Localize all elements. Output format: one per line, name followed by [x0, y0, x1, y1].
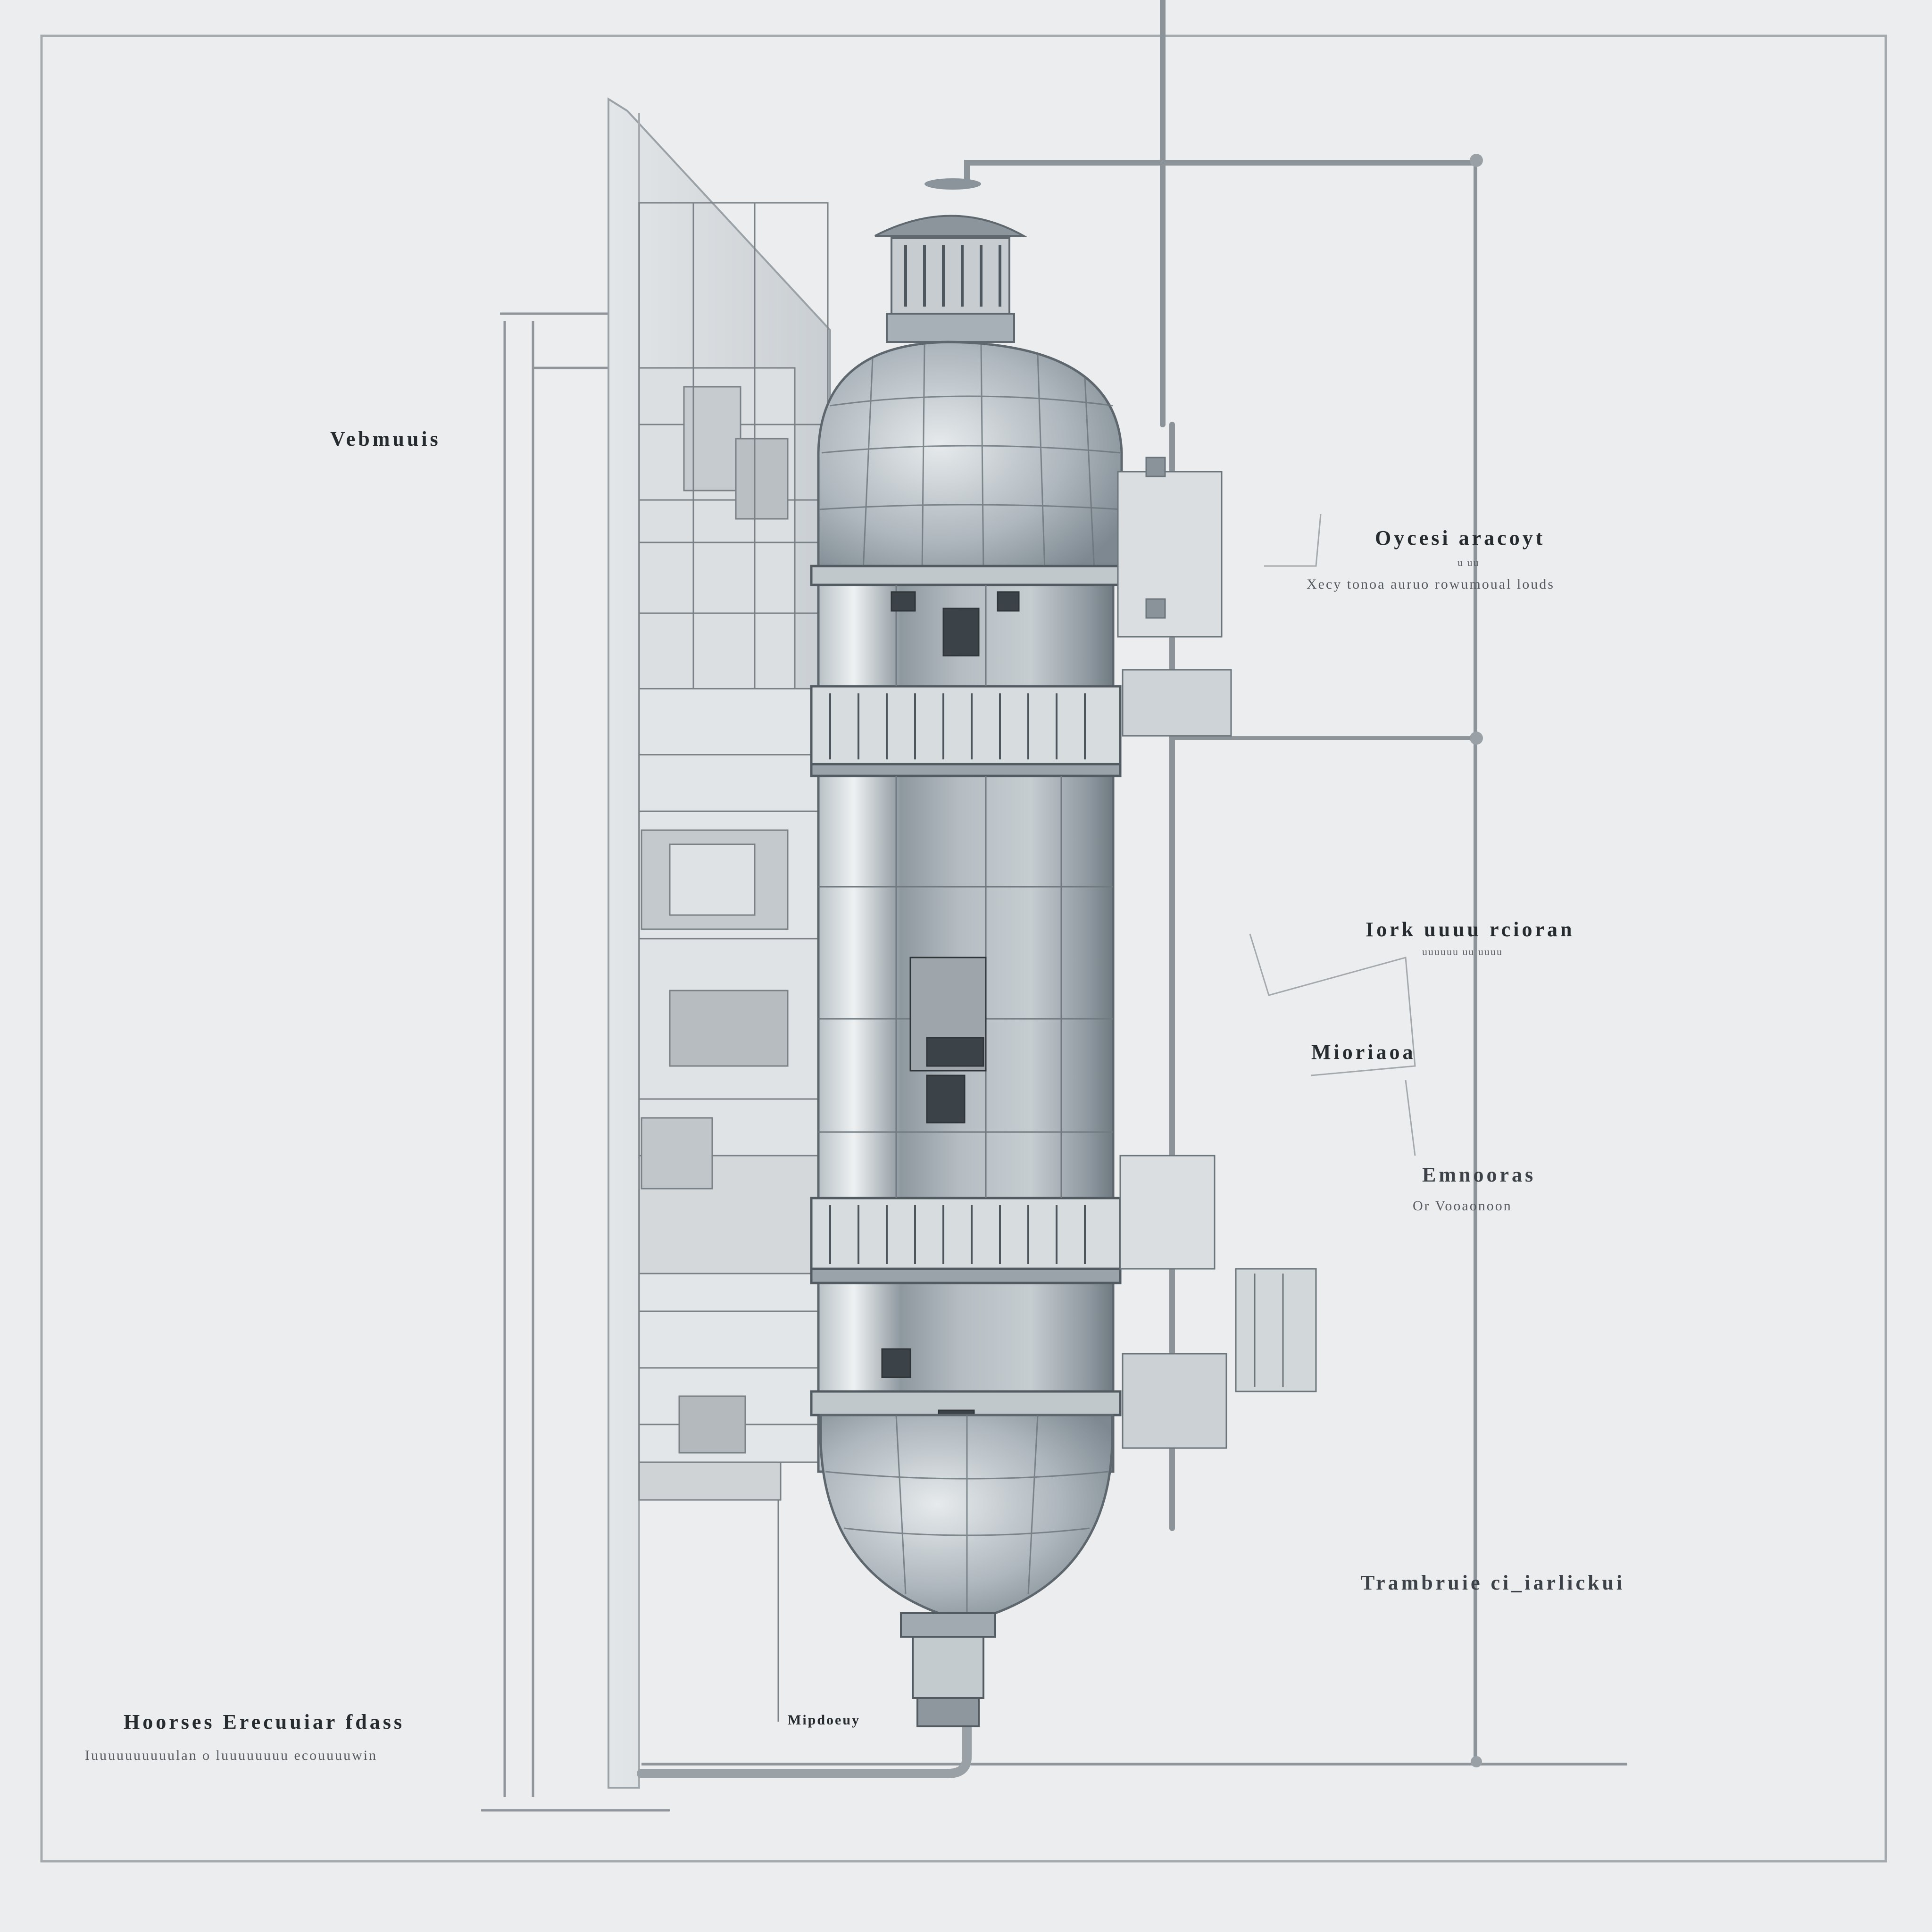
label-right-4-sub: Or Vooaonoon — [1413, 1198, 1512, 1214]
label-bottom-left-title: Hoorses Erecuuiar fdass — [124, 1710, 405, 1733]
label-right-2-title: Iork uuuu rcioran — [1366, 918, 1575, 941]
equipment-racks — [638, 202, 829, 1722]
label-right-1-sub: Xecy tonoa auruo rowumoual louds — [1307, 576, 1555, 592]
leader-lines — [1249, 514, 1416, 1156]
label-right-1-small: u uu — [1457, 557, 1480, 568]
railings — [829, 693, 1086, 1264]
label-left-top: Vebmuuis — [330, 427, 441, 450]
cupola — [874, 178, 1027, 343]
label-right-1-title: Oycesi aracoyt — [1375, 526, 1546, 550]
label-bottom-left-sub: Iuuuuuuuuuulan o luuuuuuuu ecouuuuwin — [85, 1748, 378, 1763]
platform-rings — [810, 565, 1122, 1416]
label-right-5: Trambruie ci_iarlickui — [1361, 1571, 1625, 1594]
label-bottom-center: Mipdoeuy — [788, 1712, 861, 1728]
label-right-4-title: Emnooras — [1422, 1163, 1536, 1186]
bottom-nozzle — [900, 1612, 996, 1727]
sheet-frame — [40, 34, 1887, 1863]
label-right-2-sub: uuuuuu uu uuuu — [1422, 946, 1503, 958]
upper-dome — [817, 341, 1123, 572]
right-equipment — [1117, 457, 1317, 1449]
label-right-3: Mioriaoa — [1311, 1041, 1416, 1064]
